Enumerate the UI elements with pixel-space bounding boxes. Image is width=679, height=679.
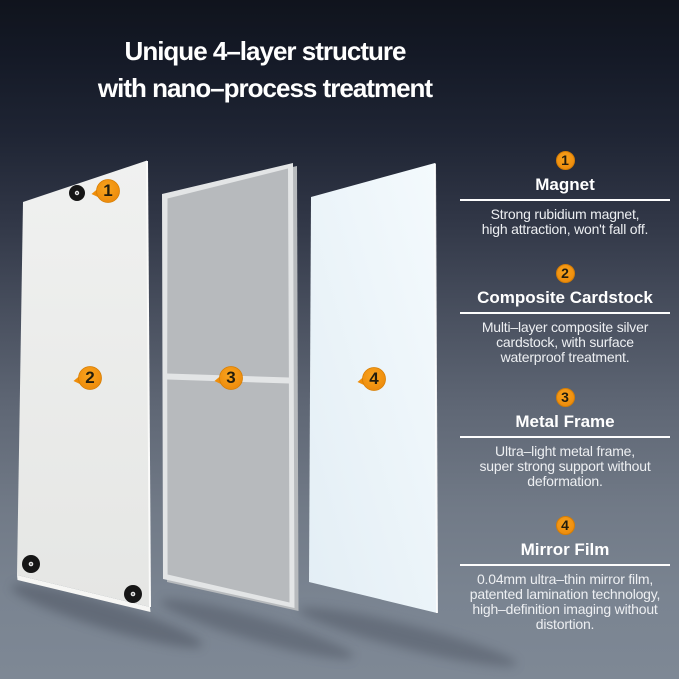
cardstock-shadow [11, 584, 203, 648]
info-section-composite-cardstock: 2 Composite Cardstock Multi–layer compos… [445, 264, 679, 365]
body-line: high–definition imaging without [472, 601, 658, 617]
magnet-dot-bottom-right [124, 585, 142, 603]
info-section-magnet: 1 Magnet Strong rubidium magnet, high at… [445, 151, 679, 237]
page-title: Unique 4–layer structure with nano–proce… [0, 33, 530, 107]
section-divider [460, 564, 670, 566]
magnet-dot-bottom-left [22, 555, 40, 573]
film-shadow [299, 607, 517, 667]
body-line: distortion. [535, 616, 595, 632]
section-number-badge-2: 2 [555, 264, 575, 283]
frame-shadow [160, 599, 354, 659]
body-line: deformation. [527, 473, 603, 489]
diagram-callout-number-3: 3 [226, 368, 236, 387]
title-line-1: Unique 4–layer structure [124, 36, 407, 66]
diagram-callout-number-4: 4 [369, 369, 379, 388]
body-line: high attraction, won't fall off. [481, 221, 649, 237]
section-divider [460, 436, 670, 438]
diagram-callout-number-2: 2 [85, 368, 95, 387]
diagram-callout-bubbles [73, 179, 386, 391]
body-line: waterproof treatment. [500, 349, 630, 365]
section-divider [460, 199, 670, 201]
section-number-badge-3: 3 [555, 388, 575, 407]
body-line: 0.04mm ultra–thin mirror film, [476, 571, 654, 587]
magnet-dot-top [69, 185, 85, 201]
section-body-composite-cardstock: Multi–layer composite silver cardstock, … [445, 320, 679, 365]
body-line: Strong rubidium magnet, [490, 206, 640, 222]
body-line: super strong support without [479, 458, 651, 474]
title-line-2: with nano–process treatment [97, 73, 433, 103]
body-line: cardstock, with surface [496, 334, 634, 350]
section-body-mirror-film: 0.04mm ultra–thin mirror film, patented … [445, 572, 679, 632]
info-section-mirror-film: 4 Mirror Film 0.04mm ultra–thin mirror f… [445, 516, 679, 632]
section-heading-magnet: Magnet [535, 175, 595, 194]
section-heading-mirror-film: Mirror Film [520, 540, 610, 559]
body-line: Ultra–light metal frame, [495, 443, 635, 459]
section-number-badge-4: 4 [555, 516, 575, 535]
diagram-callout-number-1: 1 [103, 181, 113, 200]
floor-shadows [11, 584, 517, 667]
film-right-edge [434, 163, 438, 614]
info-section-metal-frame: 3 Metal Frame Ultra–light metal frame, s… [445, 388, 679, 489]
callout-bubble-3 [214, 366, 243, 390]
callout-bubble-4 [357, 367, 386, 391]
section-body-metal-frame: Ultra–light metal frame, super strong su… [445, 444, 679, 489]
callout-bubble-2 [73, 366, 102, 390]
callout-bubble-1 [91, 179, 120, 203]
body-line: patented lamination technology, [469, 586, 661, 602]
section-body-magnet: Strong rubidium magnet, high attraction,… [445, 207, 679, 237]
section-heading-composite-cardstock: Composite Cardstock [477, 288, 653, 307]
section-number-badge-1: 1 [555, 151, 575, 170]
section-heading-metal-frame: Metal Frame [515, 412, 615, 431]
cardstock-bottom-edge [17, 575, 151, 612]
cardstock-right-edge [146, 160, 151, 608]
body-line: Multi–layer composite silver [481, 319, 649, 335]
section-divider [460, 312, 670, 314]
